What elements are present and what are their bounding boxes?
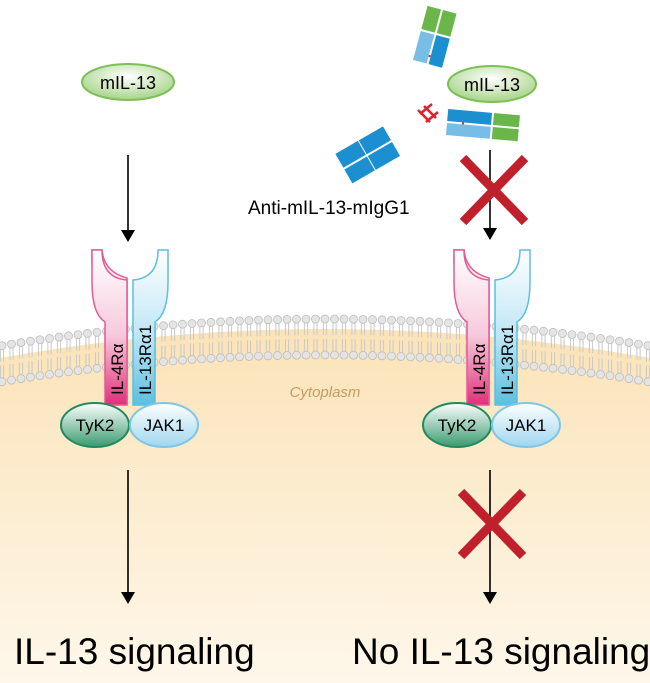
il4ra-stem	[91, 249, 128, 406]
cytoplasm-region	[0, 329, 650, 683]
jak1-label: JAK1	[144, 416, 185, 435]
tyk2-label: TyK2	[438, 416, 477, 435]
il13ra1-label: IL-13Rα1	[136, 325, 155, 395]
outcome-right: No IL-13 signaling	[352, 631, 650, 672]
ligand-left-label: mIL-13	[100, 73, 156, 93]
block-x-icon	[459, 154, 529, 226]
right-pathway: mIL-13 Anti-mIL-13-mIgG1 IL-4Rα IL-13Rα1…	[248, 5, 650, 672]
il13ra1-label: IL-13Rα1	[498, 325, 517, 395]
left-pathway: mIL-13 IL-4Rα IL-13Rα1 TyK2 JAK1 IL-13 s…	[14, 63, 255, 672]
arrowhead-icon	[121, 230, 135, 242]
il13ra1-stem	[132, 249, 169, 406]
il4ra-label: IL-4Rα	[470, 343, 489, 395]
ligand-right-label: mIL-13	[464, 75, 520, 95]
antibody-label: Anti-mIL-13-mIgG1	[248, 198, 410, 219]
arrowhead-icon	[483, 592, 497, 604]
ligand-left	[81, 63, 175, 101]
block-x-icon	[457, 488, 527, 560]
antibody-icon	[335, 5, 520, 184]
il4ra-stem	[453, 249, 490, 406]
ligand-right	[447, 65, 537, 103]
tyk2-label: TyK2	[76, 416, 115, 435]
receptor-complex-left: IL-4Rα IL-13Rα1 TyK2 JAK1	[60, 249, 199, 448]
arrowhead-icon	[483, 228, 497, 240]
il13ra1-stem	[494, 249, 531, 406]
jak1-kinase	[129, 402, 199, 448]
arrowhead-icon	[121, 592, 135, 604]
outcome-left: IL-13 signaling	[14, 631, 255, 672]
receptor-complex-right: IL-4Rα IL-13Rα1 TyK2 JAK1	[422, 249, 561, 448]
jak1-label: JAK1	[506, 416, 547, 435]
cytoplasm-label: Cytoplasm	[290, 384, 361, 401]
il4ra-label: IL-4Rα	[108, 343, 127, 395]
jak1-kinase	[491, 402, 561, 448]
